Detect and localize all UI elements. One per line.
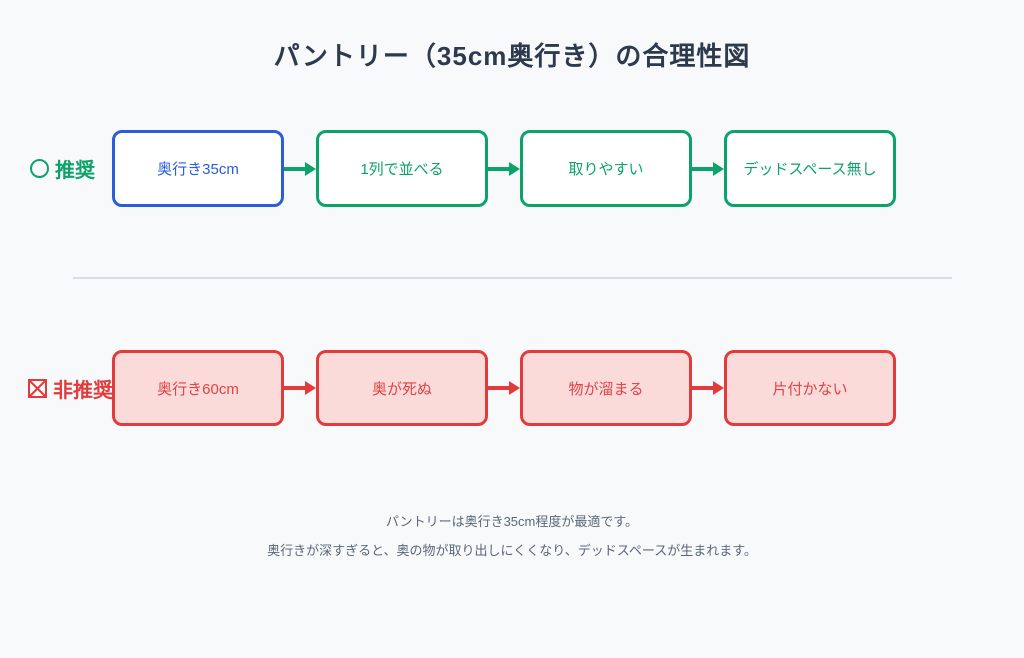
- row-label-recommended: 推奨: [30, 130, 95, 207]
- arrow-right-icon: [692, 130, 724, 207]
- flow-box-no-dead-space: デッドスペース無し: [724, 130, 896, 207]
- footer-note: パントリーは奥行き35cm程度が最適です。 奥行きが深すぎると、奥の物が取り出し…: [0, 511, 1024, 569]
- flow-boxes-recommended: 奥行き35cm 1列で並べる 取りやすい デッドスペース無し: [112, 130, 896, 207]
- flow-box-label: 奥が死ぬ: [371, 380, 432, 398]
- arrow-right-icon: [692, 350, 724, 426]
- row-label-not-recommended: 非推奨: [28, 350, 113, 426]
- row-label-text: 非推奨: [53, 379, 113, 402]
- flow-box-label: 片付かない: [772, 380, 848, 398]
- arrow-right-icon: [284, 350, 316, 426]
- circle-icon: [30, 159, 49, 178]
- flow-box-one-row: 1列で並べる: [316, 130, 488, 207]
- flow-box-label: 物が溜まる: [568, 380, 644, 398]
- flow-box-depth-60cm: 奥行き60cm: [112, 350, 284, 426]
- flow-box-things-pile-up: 物が溜まる: [520, 350, 692, 426]
- flow-boxes-not-recommended: 奥行き60cm 奥が死ぬ 物が溜まる 片付かない: [112, 350, 896, 426]
- flow-box-never-tidy: 片付かない: [724, 350, 896, 426]
- section-divider: [73, 277, 952, 279]
- arrow-right-icon: [488, 130, 520, 207]
- flow-box-back-dies: 奥が死ぬ: [316, 350, 488, 426]
- flow-box-depth-35cm: 奥行き35cm: [112, 130, 284, 207]
- footer-line-1: パントリーは奥行き35cm程度が最適です。: [385, 514, 639, 529]
- flow-box-label: 取りやすい: [568, 161, 644, 178]
- flow-box-label: 1列で並べる: [360, 161, 444, 178]
- flow-row-not-recommended: 非推奨 奥行き60cm 奥が死ぬ 物が溜まる 片付かない: [0, 350, 1024, 426]
- flow-row-recommended: 推奨 奥行き35cm 1列で並べる 取りやすい デッドスペース無し: [0, 130, 1024, 207]
- flow-box-label: デッドスペース無し: [743, 161, 877, 178]
- flow-box-easy-to-take: 取りやすい: [520, 130, 692, 207]
- row-label-text: 推奨: [55, 160, 95, 182]
- flow-box-label: 奥行き35cm: [157, 161, 239, 178]
- crossed-box-icon: [28, 378, 47, 398]
- footer-line-2: 奥行きが深すぎると、奥の物が取り出しにくくなり、デッドスペースが生まれます。: [267, 543, 757, 558]
- arrow-right-icon: [284, 130, 316, 207]
- flow-box-label: 奥行き60cm: [157, 380, 239, 398]
- arrow-right-icon: [488, 350, 520, 426]
- page-title: パントリー（35cm奥行き）の合理性図: [273, 41, 751, 71]
